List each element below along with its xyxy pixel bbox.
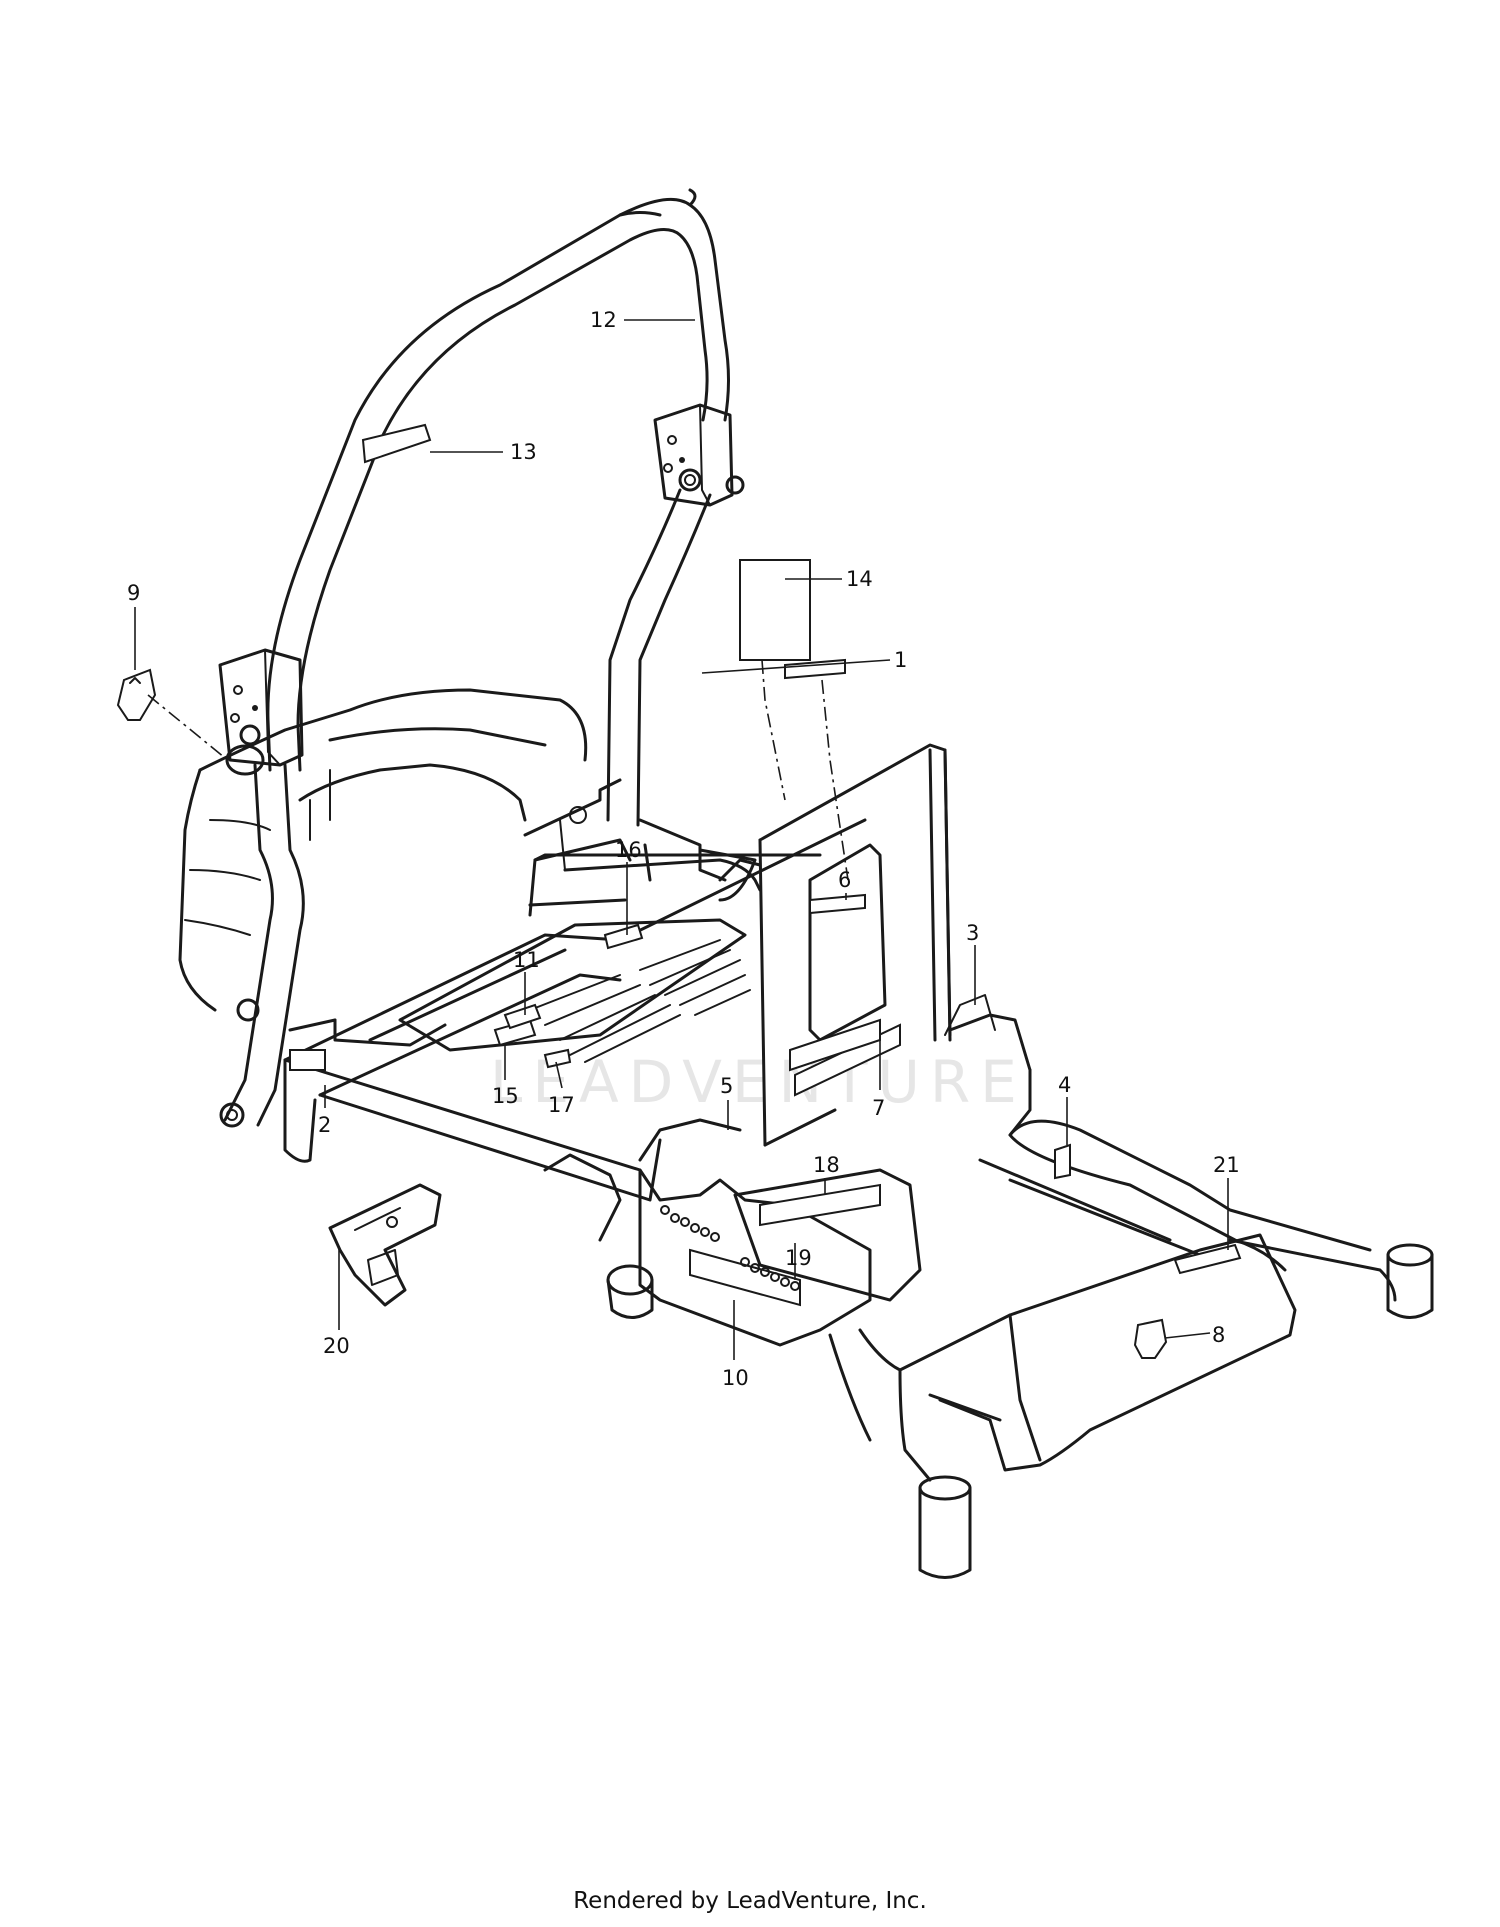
footer-credit: Rendered by LeadVenture, Inc. [573,1888,927,1914]
decal-13 [361,423,432,464]
callout-7: 7 [872,1096,885,1120]
watermark: LEADVENTURE [490,1048,1027,1116]
part-8-key [1133,1318,1168,1359]
callout-21: 21 [1213,1153,1240,1177]
control-panel-holes [660,1205,800,1291]
callout-labels: 1 2 3 4 5 6 7 8 9 10 11 12 13 14 15 16 1… [127,308,1240,1390]
left-caster-tube [828,1328,972,1579]
right-frame-rear [978,1068,1434,1319]
decal-4 [1054,1143,1071,1180]
callout-17: 17 [548,1093,575,1117]
callout-9: 9 [127,581,140,605]
top-cross-member [523,778,762,902]
callout-8: 8 [1212,1323,1225,1347]
decal-1 [784,658,846,680]
callout-19: 19 [785,1246,812,1270]
rops-left-leg [219,763,305,1128]
callout-10: 10 [722,1366,749,1390]
guide-line-14 [761,659,786,801]
control-panel [543,1118,922,1347]
callout-11: 11 [513,948,540,972]
callout-4: 4 [1058,1073,1071,1097]
callout-20: 20 [323,1334,350,1358]
callout-1: 1 [894,648,907,672]
floor-pan [398,918,751,1063]
rear-body-shroud [178,688,588,1012]
callout-2: 2 [318,1113,331,1137]
callout-13: 13 [510,440,537,464]
callout-18: 18 [813,1153,840,1177]
part-20-bracket [328,1183,442,1307]
callout-14: 14 [846,567,873,591]
callout-15: 15 [492,1084,519,1108]
guide-line-1 [821,679,849,881]
callout-16: 16 [615,838,642,862]
callout-5: 5 [720,1074,733,1098]
callout-3: 3 [966,921,979,945]
part-9-key [116,668,157,721]
callout-12: 12 [590,308,617,332]
rops-right-leg [606,488,712,827]
main-frame [283,818,867,1202]
left-rear-rail [288,1018,447,1071]
rops-roll-bar [266,188,730,772]
rops-right-bracket [653,403,745,507]
decal-16 [603,923,644,950]
decal-6 [809,893,866,915]
decal-14 [739,559,811,661]
callout-6: 6 [838,868,851,892]
front-shroud [898,1233,1297,1472]
decal-17 [543,1048,572,1069]
leader-lines [134,319,1229,1360]
part-9-guide-line [147,694,231,763]
